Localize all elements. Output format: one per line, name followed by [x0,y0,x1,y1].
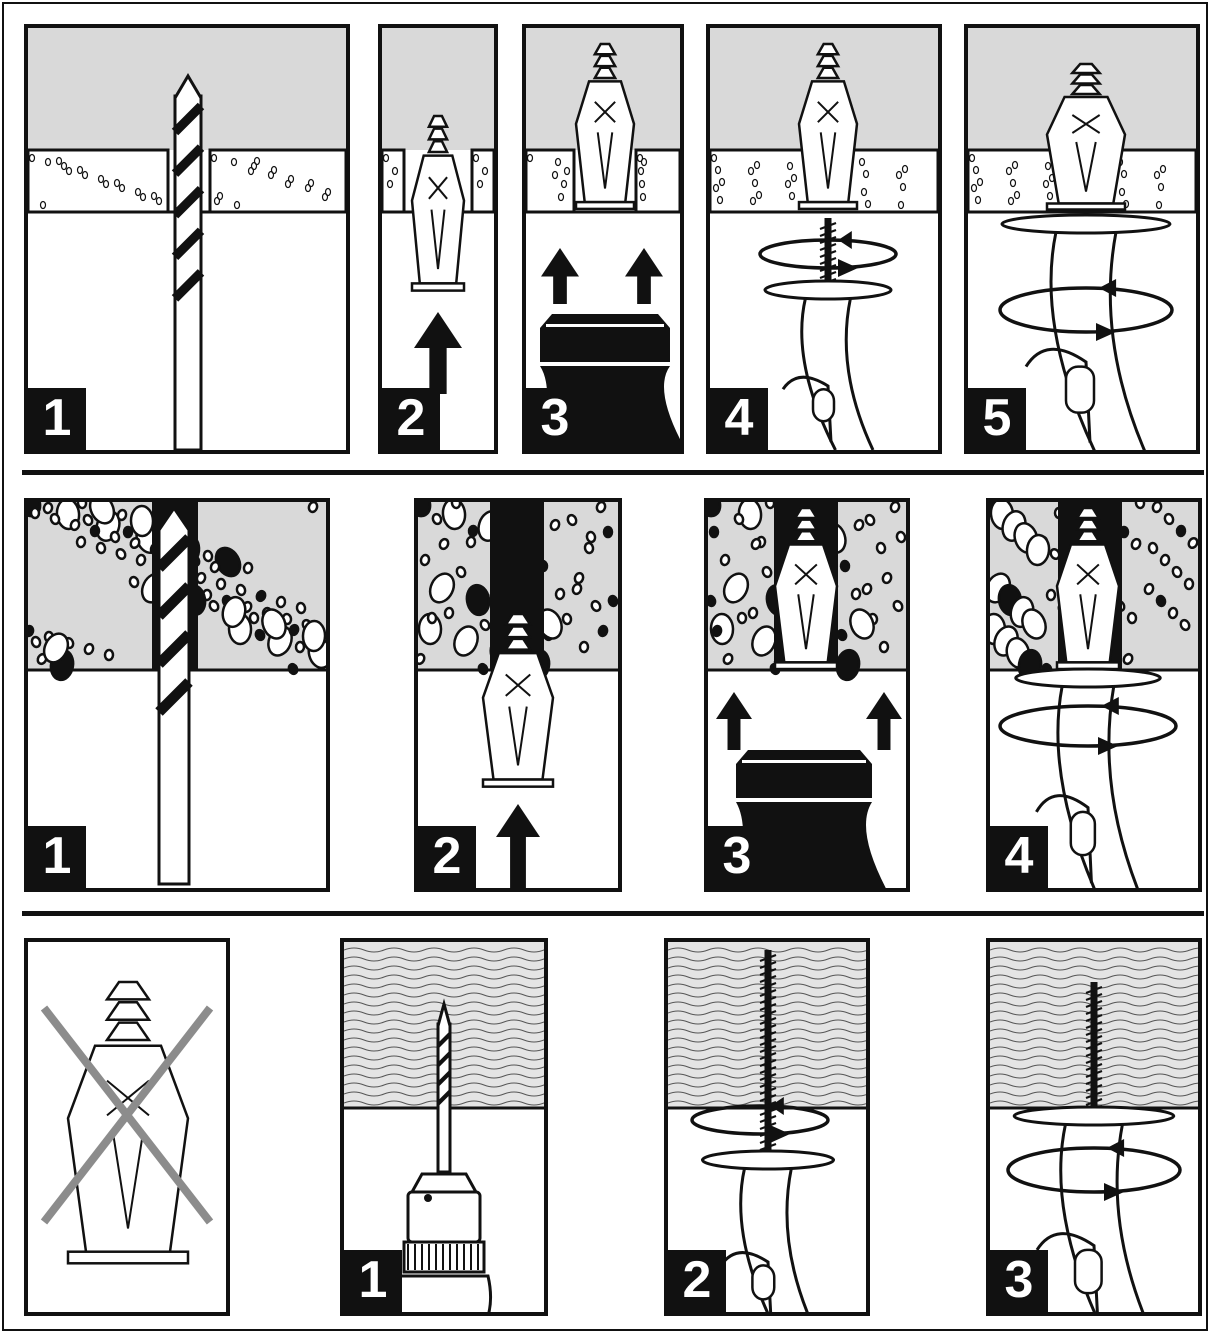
concrete-step-2-panel: 2 [414,498,622,892]
step-number: 3 [708,826,766,888]
screwdriver-hand-icon [765,281,891,450]
step-number: 2 [668,1250,726,1312]
no-anchor-panel [24,938,230,1316]
drywall-tighten-illustration [968,28,1196,450]
concrete-step-3-panel: 3 [704,498,910,892]
step-number: 1 [344,1250,402,1312]
row-divider [22,911,1204,916]
arrow-up-icon [496,804,540,888]
step-number: 3 [990,1250,1048,1312]
no-anchor-illustration [28,942,226,1312]
step-number: 4 [710,388,768,450]
step-number: 2 [418,826,476,888]
wood-step-1-panel: 1 [340,938,548,1316]
step-number: 2 [382,388,440,450]
drywall-step-5-panel: 5 [964,24,1200,454]
concrete-step-4-panel: 4 [986,498,1202,892]
step-number: 5 [968,388,1026,450]
drywall-step-3-panel: 3 [522,24,684,454]
wood-step-3-panel: 3 [986,938,1202,1316]
drywall-step-1-panel: 1 [24,24,350,454]
arrow-up-icon [414,312,462,394]
concrete-step-1-panel: 1 [24,498,330,892]
step-number: 1 [28,388,86,450]
row-divider [22,470,1204,475]
drill-bit-icon [175,76,201,450]
drywall-drill-illustration [28,28,346,450]
step-number: 4 [990,826,1048,888]
wood-step-2-panel: 2 [664,938,870,1316]
drywall-tap-illustration [526,28,680,450]
drywall-drive-screw-illustration [710,28,938,450]
drywall-step-4-panel: 4 [706,24,942,454]
arrow-up-icon [541,248,579,304]
screw-icon [820,218,836,286]
drill-bit-icon [159,508,189,884]
drywall-step-2-panel: 2 [378,24,498,454]
drywall-insert-illustration [382,28,494,450]
rotate-arrow-icon [1000,279,1172,341]
step-number: 3 [526,388,584,450]
arrow-up-icon [625,248,663,304]
arrow-up-icon [716,692,752,750]
power-drill-icon [397,1174,490,1312]
arrow-up-icon [866,692,902,750]
rotate-arrow-icon [1000,697,1176,755]
rotate-arrow-icon [1008,1139,1180,1201]
drill-bit-icon [438,1004,450,1172]
step-number: 1 [28,826,86,888]
